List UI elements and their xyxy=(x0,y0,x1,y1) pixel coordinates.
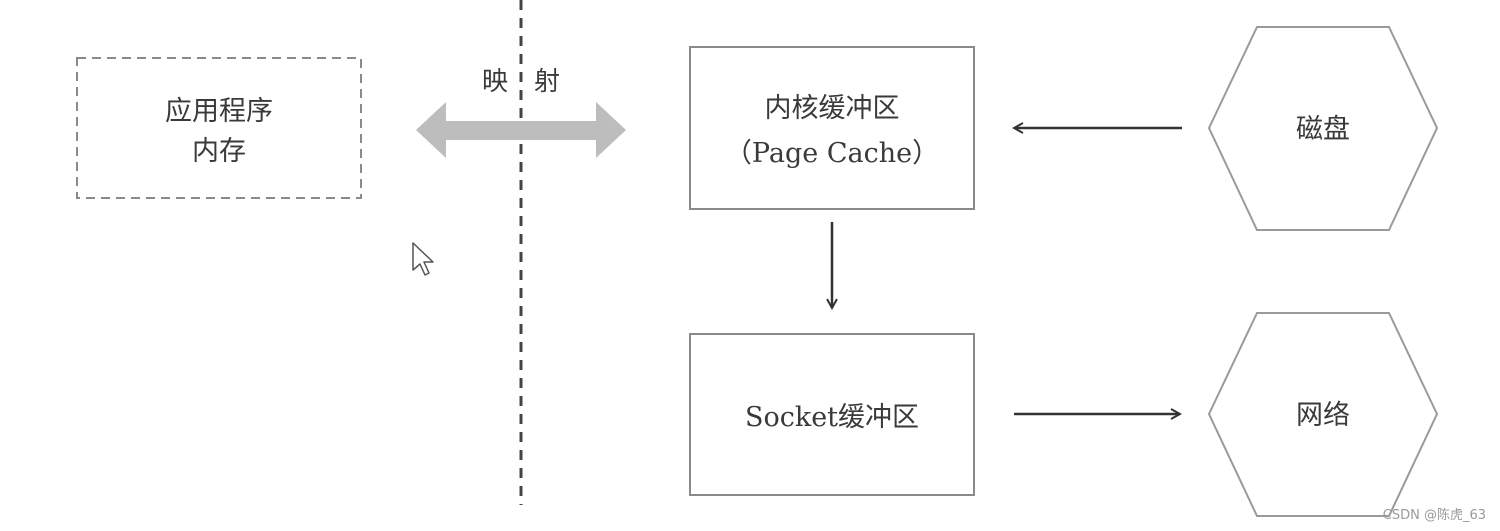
page-cache-box xyxy=(689,46,975,210)
network-node: 网络 xyxy=(1207,312,1439,517)
network-hexagon xyxy=(1207,312,1439,517)
watermark: CSDN @陈虎_63 xyxy=(1382,508,1486,523)
network-label: 网络 xyxy=(1296,400,1350,431)
disk-hexagon xyxy=(1207,26,1439,231)
socket-buffer-label: Socket缓冲区 xyxy=(745,402,919,433)
page-cache-label-line1: 内核缓冲区 xyxy=(765,93,900,124)
app-memory-label-line2: 内存 xyxy=(192,136,246,167)
disk-node: 磁盘 xyxy=(1207,26,1439,231)
mapping-label-right: 射 xyxy=(534,67,560,97)
page-cache-node: 内核缓冲区 （Page Cache） xyxy=(689,46,975,210)
mapping-label-left: 映 xyxy=(482,67,508,97)
app-memory-box xyxy=(76,57,362,199)
disk-label: 磁盘 xyxy=(1296,114,1350,145)
socket-buffer-node: Socket缓冲区 xyxy=(689,333,975,496)
app-memory-node: 应用程序 内存 xyxy=(76,57,362,199)
socket-buffer-box xyxy=(689,333,975,496)
app-memory-label-line1: 应用程序 xyxy=(165,96,273,127)
page-cache-label-line2: （Page Cache） xyxy=(725,138,939,169)
mapping-double-arrow xyxy=(416,102,626,158)
mouse-cursor-icon xyxy=(412,242,434,276)
